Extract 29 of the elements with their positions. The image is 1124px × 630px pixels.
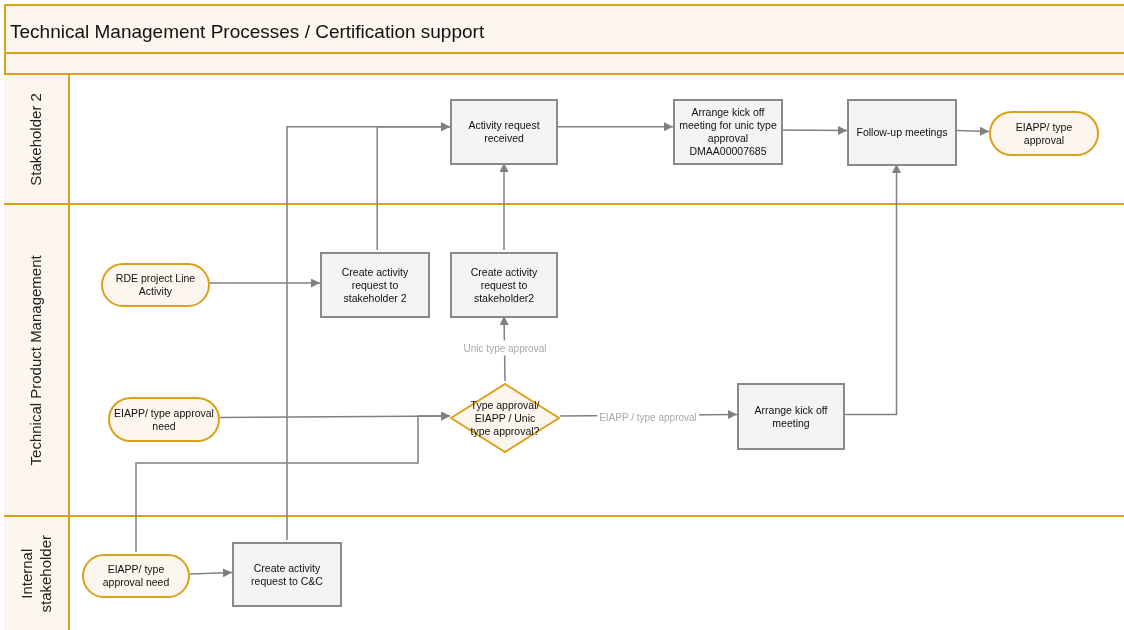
edge-label: Unic type approval bbox=[461, 340, 549, 356]
arrow bbox=[499, 162, 509, 251]
terminal-shape: RDE project Line Activity bbox=[101, 263, 210, 307]
process-box: Create activity request to stakeholder 2 bbox=[320, 252, 430, 318]
terminal-shape: EIAPP/ type approval need bbox=[108, 397, 220, 442]
swimlane bbox=[4, 73, 1124, 203]
arrow bbox=[782, 125, 848, 135]
lane-title: Stakeholder 2 bbox=[26, 91, 45, 188]
terminal-shape: EIAPP/ type approval need bbox=[82, 554, 190, 598]
process-box: Create activity request to C&C bbox=[232, 542, 342, 607]
decision-diamond: Type approval/ EIAPP / Unic type approval? bbox=[450, 383, 560, 453]
lane-title: Technical Product Management bbox=[26, 253, 45, 468]
arrow bbox=[286, 122, 451, 541]
arrow bbox=[844, 163, 901, 416]
diagram-title: Technical Management Processes / Certification support bbox=[10, 20, 485, 44]
process-box: Activity request received bbox=[450, 99, 558, 165]
process-box: Create activity request to stakeholder2 bbox=[450, 252, 558, 318]
arrow bbox=[209, 278, 321, 288]
swimlane bbox=[4, 203, 1124, 515]
arrow bbox=[956, 126, 990, 136]
swimlane bbox=[4, 515, 1124, 630]
arrow bbox=[135, 411, 451, 553]
arrow bbox=[557, 122, 674, 132]
process-box: Follow-up meetings bbox=[847, 99, 957, 166]
terminal-shape: EIAPP/ type approval bbox=[989, 111, 1099, 156]
arrow bbox=[189, 568, 233, 578]
process-box: Arrange kick off meeting for unic type approval DMAA00007685 bbox=[673, 99, 783, 165]
lane-title: Internal stakeholder bbox=[17, 533, 54, 615]
process-box: Arrange kick off meeting bbox=[737, 383, 845, 450]
